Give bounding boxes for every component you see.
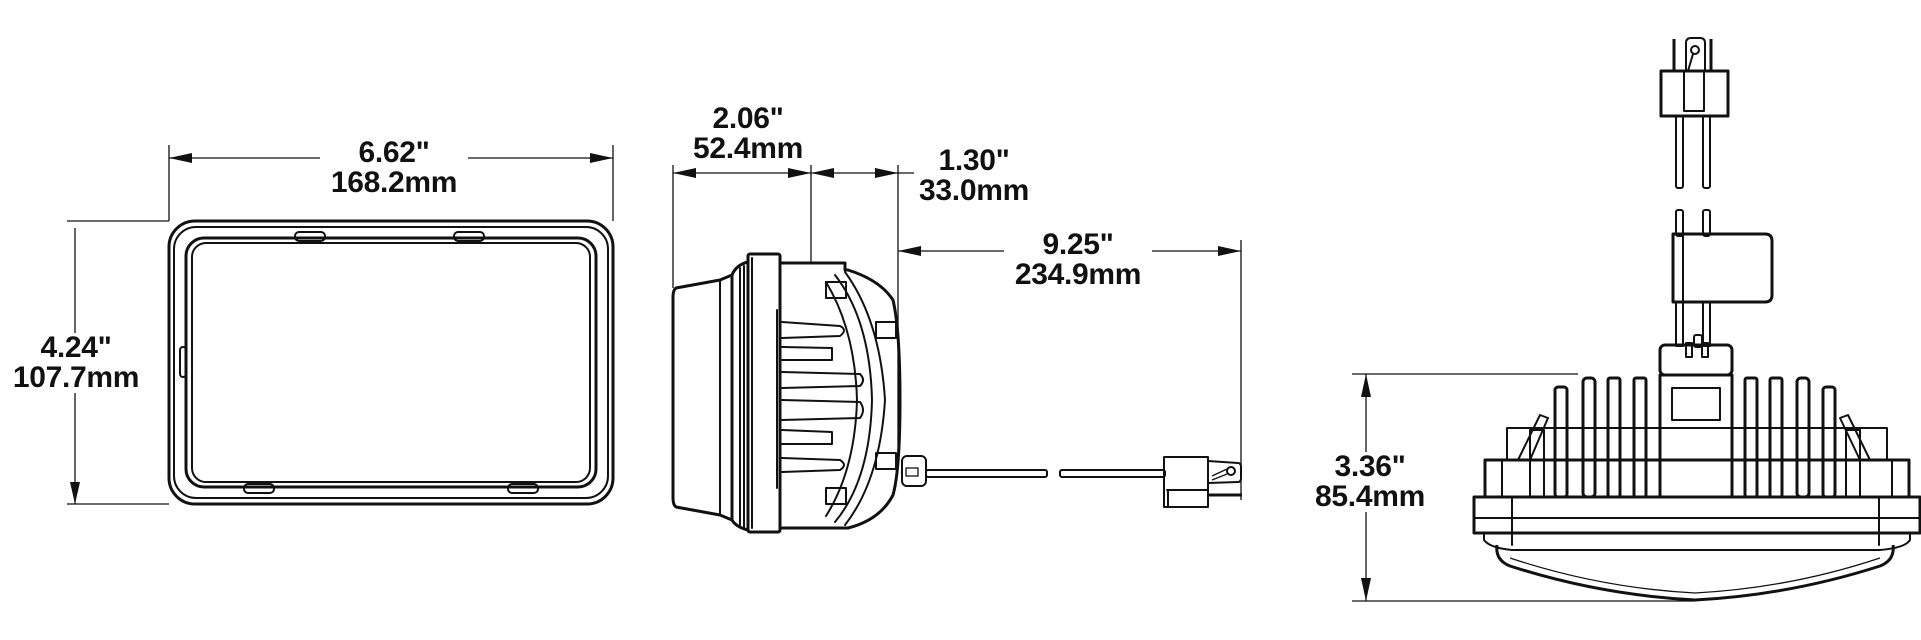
cable-length-mm: 234.9mm <box>1014 258 1142 291</box>
top-height-inches: 3.36" <box>1334 450 1406 483</box>
h4-connector-icon <box>1659 37 1730 189</box>
cable <box>925 469 1166 478</box>
side-view <box>671 252 927 534</box>
side-housing-label: 1.30" 33.0mm <box>906 146 1042 206</box>
front-view <box>167 219 615 506</box>
front-height-label: 4.24" 107.7mm <box>2 333 150 393</box>
top-view <box>1472 37 1921 602</box>
top-height-label: 3.36" 85.4mm <box>1305 452 1435 512</box>
cable-length-label: 9.25" 234.9mm <box>1004 230 1152 290</box>
front-width-mm: 168.2mm <box>330 166 458 199</box>
front-height-inches: 4.24" <box>40 331 112 364</box>
plug-icon <box>1671 209 1774 347</box>
top-height-mm: 85.4mm <box>1315 480 1425 513</box>
side-housing-inches: 1.30" <box>938 144 1010 177</box>
cable-length-inches: 9.25" <box>1042 228 1114 261</box>
side-depth-inches: 2.06" <box>712 102 784 135</box>
front-width-label: 6.62" 168.2mm <box>320 138 468 198</box>
h4-connector-icon <box>1163 456 1242 508</box>
heatsink-fins <box>776 309 864 489</box>
side-housing-mm: 33.0mm <box>919 174 1029 207</box>
heatsink-fins <box>1517 373 1871 499</box>
front-width-inches: 6.62" <box>358 136 430 169</box>
side-dimensions <box>672 165 1242 500</box>
side-depth-label: 2.06" 52.4mm <box>678 104 818 164</box>
front-height-mm: 107.7mm <box>12 361 140 394</box>
side-depth-mm: 52.4mm <box>693 132 803 165</box>
